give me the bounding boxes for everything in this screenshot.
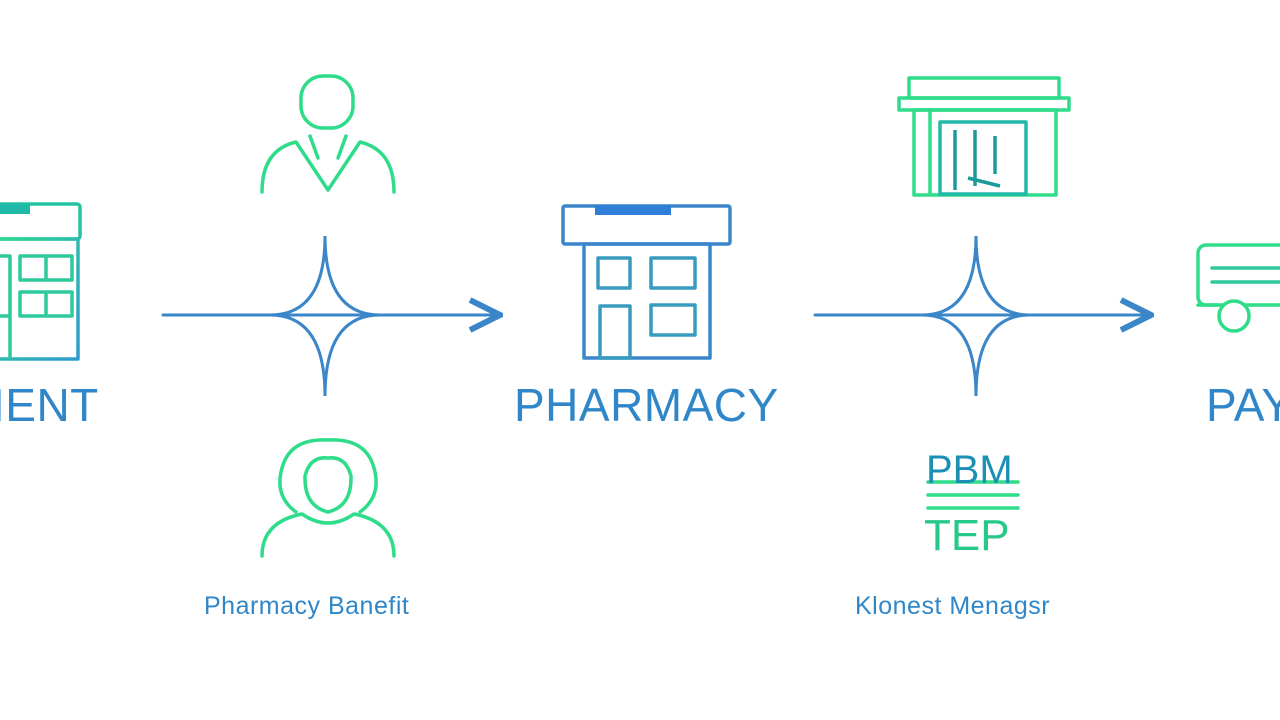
right-caption: Klonest Menagsr	[855, 592, 1051, 620]
pbm-divider-lines	[926, 480, 1020, 510]
delivery-truck-icon	[1196, 243, 1280, 333]
woman-person-icon	[260, 438, 396, 558]
pharmacy-label: PHARMACY	[514, 379, 779, 431]
storefront-icon	[897, 76, 1071, 197]
left-star-icon	[269, 235, 381, 397]
clinic-building-icon	[0, 202, 82, 361]
doctor-person-icon	[260, 74, 396, 194]
right-connector	[813, 235, 1148, 397]
payer-label: PAY	[1206, 379, 1280, 431]
left-connector	[161, 235, 497, 397]
pharmacy-building-icon	[561, 204, 732, 360]
pbm-label: PBM	[926, 448, 1013, 492]
right-star-icon	[921, 235, 1031, 397]
tep-label: TEP	[924, 511, 1010, 560]
left-caption: Pharmacy Banefit	[204, 592, 410, 620]
patient-label: IENT	[0, 379, 99, 431]
